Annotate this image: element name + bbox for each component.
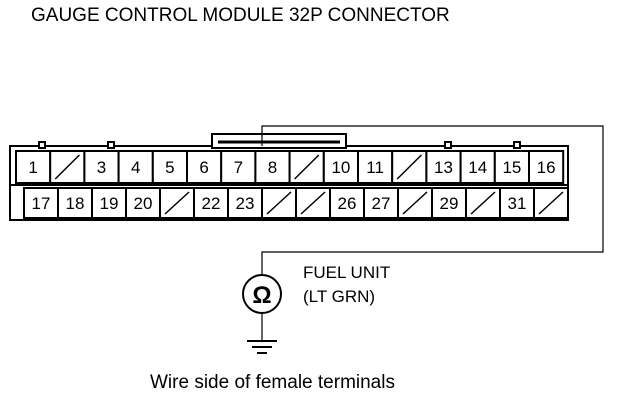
terminal-number: 8 <box>268 158 277 177</box>
terminal-number: 4 <box>131 158 140 177</box>
lock-bump-3 <box>444 141 452 149</box>
unused-terminal-slash <box>470 191 496 215</box>
ground-icon <box>247 340 277 354</box>
unused-terminal-slash <box>164 191 190 215</box>
terminal-number: 16 <box>537 158 556 177</box>
terminal-number: 14 <box>468 158 487 177</box>
terminal-number: 23 <box>236 194 255 213</box>
terminal-number: 22 <box>202 194 221 213</box>
connector-bottom-row: 17 18 19 20 22 23 26 27 29 31 <box>23 187 569 219</box>
terminal-number: 20 <box>134 194 153 213</box>
terminal-number: 31 <box>508 194 527 213</box>
terminal-number: 18 <box>66 194 85 213</box>
terminal-number: 6 <box>199 158 208 177</box>
unused-terminal-slash <box>538 191 564 215</box>
terminal-number: 19 <box>100 194 119 213</box>
terminal-top-cell-7 <box>254 150 291 184</box>
unused-terminal-slash <box>294 154 320 180</box>
terminal-top-cell-0 <box>15 150 52 184</box>
terminal-bottom-cell-5 <box>193 187 229 219</box>
diagram-caption: Wire side of female terminals <box>150 372 395 393</box>
lock-bump-4 <box>513 141 521 149</box>
terminal-number: 17 <box>32 194 51 213</box>
terminal-top-cell-15 <box>528 150 565 184</box>
terminal-top-cell-13 <box>459 150 496 184</box>
terminal-number: 7 <box>234 158 243 177</box>
terminal-bottom-cell-10 <box>363 187 399 219</box>
terminal-number: 5 <box>165 158 174 177</box>
unused-terminal-slash <box>396 154 422 180</box>
terminal-top-cell-2 <box>83 150 120 184</box>
terminal-number: 29 <box>440 194 459 213</box>
terminal-bottom-cell-6 <box>227 187 263 219</box>
terminal-number: 26 <box>338 194 357 213</box>
diagram-title: GAUGE CONTROL MODULE 32P CONNECTOR <box>31 5 450 26</box>
component-name: FUEL UNIT <box>303 263 390 282</box>
terminal-bottom-cell-3 <box>125 187 161 219</box>
lock-bump-1 <box>38 141 46 149</box>
unused-terminal-slash <box>266 191 292 215</box>
lock-bump-2 <box>107 141 115 149</box>
lt-grn-wire <box>261 125 604 275</box>
wire-color: (LT GRN) <box>303 287 375 306</box>
terminal-number: 27 <box>372 194 391 213</box>
terminal-top-cell-6 <box>220 150 257 184</box>
terminal-number: 10 <box>331 158 350 177</box>
terminal-number: 1 <box>28 158 37 177</box>
terminal-number: 11 <box>366 158 384 177</box>
unused-terminal-slash <box>54 154 80 180</box>
terminal-number: 13 <box>434 158 453 177</box>
unused-terminal-slash <box>300 191 326 215</box>
terminal-number: 15 <box>502 158 521 177</box>
terminal-number: 3 <box>97 158 106 177</box>
unused-terminal-slash <box>402 191 428 215</box>
ohm-symbol: Ω <box>252 282 271 309</box>
